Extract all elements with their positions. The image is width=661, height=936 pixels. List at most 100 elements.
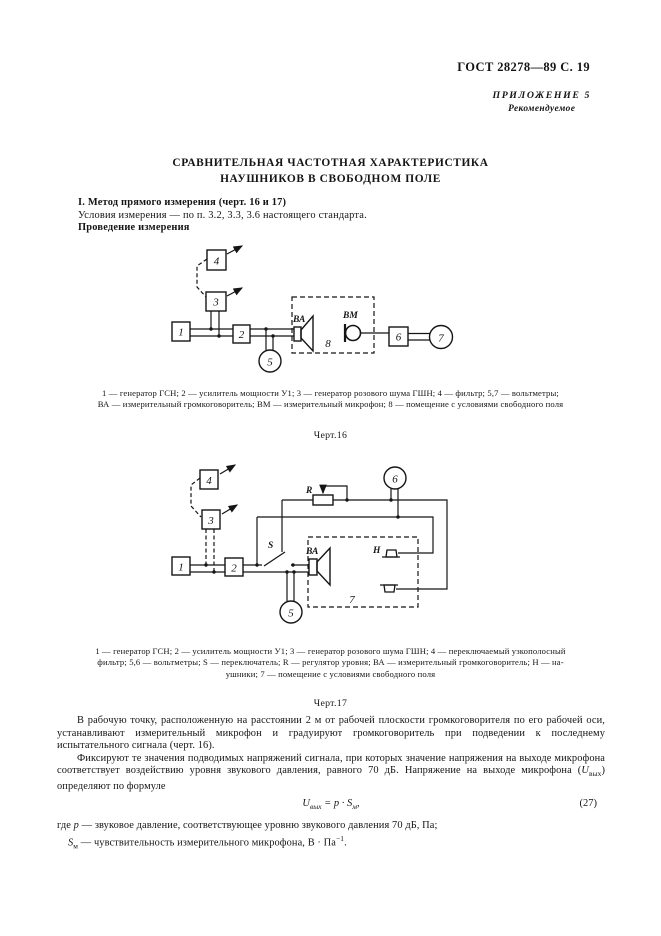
- fig17-dashed-link: [190, 477, 202, 518]
- fig17-block-generator: [171, 556, 191, 576]
- where-clause-p: где p — звуковое давление, соответствующ…: [57, 820, 437, 831]
- fig17-label-speaker: ВА: [305, 547, 318, 557]
- fig17-arrow-from-4: [219, 464, 237, 475]
- fig16-microphone-icon: [343, 324, 362, 342]
- fig17-block-filter: [199, 469, 219, 490]
- appendix-note: Рекомендуемое: [508, 104, 576, 114]
- where-intro: где: [57, 820, 74, 831]
- fig16-label-4: 4: [214, 256, 220, 268]
- fig16-diagram: 1 2 3 4 5 6 7 ВА ВМ 8: [171, 245, 454, 373]
- fig17-label-2: 2: [231, 563, 237, 575]
- fig16-block-voltmeter6: [388, 326, 409, 347]
- formula-u-sub: вых: [310, 802, 322, 812]
- fig17-label-room: 7: [349, 594, 355, 606]
- fig16-number: Черт.16: [313, 430, 348, 441]
- paragraph-2: Фиксируют те значения подводимых напряже…: [57, 753, 605, 794]
- paragraph-2-tail: ) определяют по формуле: [57, 765, 605, 792]
- fig17-caption-line1: 1 — генератор ГСН; 2 — усилитель мощност…: [95, 646, 566, 656]
- document-reference: ГОСТ 28278—89 С. 19: [457, 60, 590, 74]
- formula-number: (27): [579, 798, 598, 809]
- fig17-label-1: 1: [178, 562, 184, 574]
- fig16-caption-line1: 1 — генератор ГСН; 2 — усилитель мощност…: [102, 388, 559, 398]
- fig17-blocks: [171, 466, 407, 624]
- where-p-symbol: p: [73, 820, 79, 831]
- fig16-label-1: 1: [178, 327, 184, 339]
- fig16-blocks: [171, 249, 454, 373]
- formula: Uвых = p · Sм,: [57, 798, 605, 811]
- fig17-label-switch: S: [268, 541, 273, 551]
- u-symbol: U: [581, 765, 589, 776]
- fig17-caption-line3: ушники; 7 — помещение с условиями свобод…: [225, 668, 436, 679]
- formula-p: p: [333, 798, 340, 809]
- fig16-caption: 1 — генератор ГСН; 2 — усилитель мощност…: [30, 388, 631, 410]
- fig17-loudspeaker-icon: [308, 546, 331, 587]
- fig17-caption: 1 — генератор ГСН; 2 — усилитель мощност…: [30, 646, 631, 680]
- formula-s-sub: м: [352, 802, 357, 812]
- fig16-caption-line2: ВА — измерительный громкоговоритель; ВМ …: [97, 399, 564, 409]
- appendix-block: ПРИЛОЖЕНИЕ 5 Рекомендуемое: [493, 90, 592, 114]
- fig16-block-noise-generator: [205, 291, 227, 312]
- appendix-title: ПРИЛОЖЕНИЕ 5: [492, 90, 591, 101]
- where-clause-s: Sм — чувствительность измерительного мик…: [68, 834, 347, 851]
- fig16-label-mic: ВМ: [342, 311, 358, 321]
- fig16-label-3: 3: [212, 297, 219, 309]
- fig17-voltmeter6-circle: [383, 466, 407, 490]
- page-title: СРАВНИТЕЛЬНАЯ ЧАСТОТНАЯ ХАРАКТЕРИСТИКА Н…: [0, 155, 661, 187]
- fig16-arrow-from-4: [226, 245, 244, 255]
- paragraph-1: В рабочую точку, расположенную на рассто…: [57, 715, 605, 751]
- conditions-line: Условия измерения — по п. 3.2, 3.3, 3.6 …: [78, 209, 367, 221]
- u-subscript: вых: [588, 769, 602, 779]
- fig16-voltmeter7-circle: [428, 324, 454, 350]
- where-s-end: .: [344, 837, 347, 849]
- fig17-wires: [190, 484, 448, 601]
- paragraph-2-text: Фиксируют те значения подводимых напряже…: [57, 752, 605, 777]
- fig17-junction-dots: [204, 498, 400, 574]
- formula-dot: ·: [339, 798, 347, 809]
- fig16-label-7: 7: [438, 333, 444, 345]
- page-title-line2: НАУШНИКОВ В СВОБОДНОМ ПОЛЕ: [220, 173, 441, 185]
- fig16-block-amplifier: [232, 324, 251, 344]
- fig16-wires: [190, 311, 430, 350]
- fig17-label-6: 6: [392, 474, 398, 486]
- where-s-sub: м: [73, 841, 79, 851]
- where-s-sup: −1: [336, 834, 345, 843]
- where-s-symbol: S: [68, 837, 74, 849]
- fig17-switch-arm: [263, 551, 286, 567]
- fig17-arrow-from-3: [221, 504, 239, 515]
- fig17-regulator-box: [312, 494, 334, 506]
- formula-tail: ,: [356, 798, 360, 809]
- fig17-caption-line2: фильтр; 5,6 — вольтметры; S — переключат…: [97, 657, 564, 668]
- body-text: В рабочую точку, расположенную на рассто…: [57, 715, 605, 793]
- fig17-headphone-lower-icon: [380, 584, 398, 593]
- fig17-label-3: 3: [207, 515, 214, 527]
- formula-equals: =: [321, 798, 334, 809]
- method-intro: I. Метод прямого измерения (черт. 16 и 1…: [78, 197, 608, 235]
- fig16-voltmeter5-circle: [258, 349, 282, 373]
- fig17-headphone-upper-icon: [382, 549, 400, 558]
- fig16-dashed-link: [196, 258, 208, 298]
- fig16-junction-dots: [209, 327, 275, 338]
- fig16-block-generator: [171, 321, 191, 342]
- fig17-label-headphones: Н: [372, 546, 381, 556]
- fig17-block-amplifier: [224, 557, 244, 577]
- page-title-line1: СРАВНИТЕЛЬНАЯ ЧАСТОТНАЯ ХАРАКТЕРИСТИКА: [172, 157, 489, 169]
- procedure-heading: Проведение измерения: [78, 222, 190, 234]
- fig17-block-noise-generator: [201, 509, 221, 530]
- where-p-text: — звуковое давление, соответствующее уро…: [78, 820, 438, 831]
- fig16-block-filter: [206, 249, 227, 271]
- fig16-label-room: 8: [325, 338, 331, 350]
- fig17-label-regulator: R: [305, 486, 312, 496]
- method-heading: I. Метод прямого измерения (черт. 16 и 1…: [78, 197, 287, 208]
- fig16-label-speaker: ВА: [292, 315, 305, 325]
- formula-row: Uвых = p · Sм, (27): [57, 798, 605, 811]
- formula-u: U: [302, 798, 311, 809]
- fig17-label-4: 4: [206, 475, 212, 487]
- fig16-label-5: 5: [267, 357, 273, 369]
- fig17-voltmeter5-circle: [279, 600, 303, 624]
- fig16-room-box: [291, 296, 375, 354]
- fig16-arrow-from-3: [226, 287, 244, 297]
- fig16-label-6: 6: [396, 332, 402, 344]
- fig16-loudspeaker-icon: [293, 314, 314, 353]
- fig17-room-box: [307, 536, 419, 608]
- fig17-label-5: 5: [288, 608, 294, 620]
